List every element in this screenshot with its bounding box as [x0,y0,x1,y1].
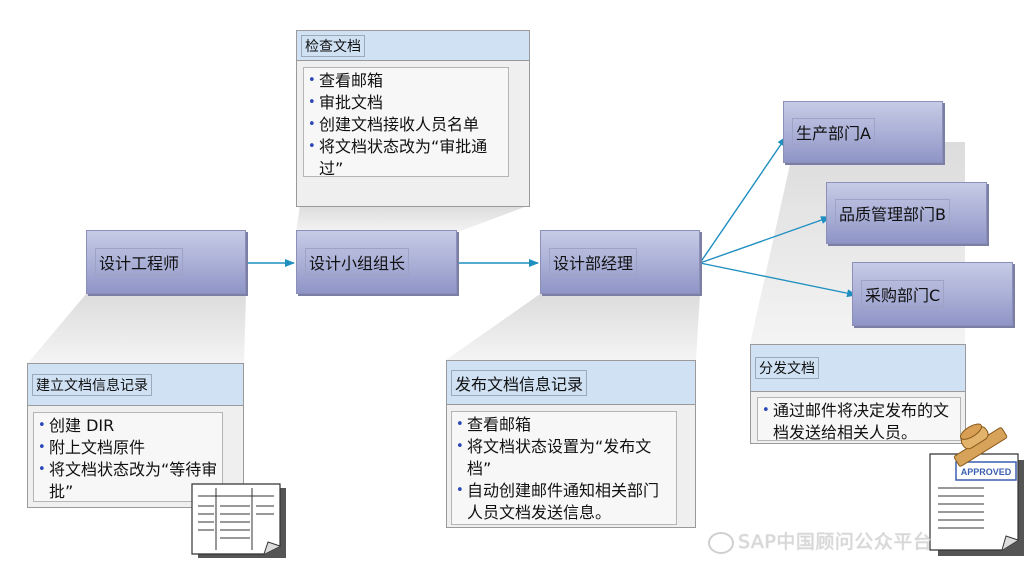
panel-header: 检查文档 [297,31,529,61]
shadow-wedge [28,294,246,363]
panel-title: 发布文档信息记录 [451,369,588,396]
panel-create-record: 建立文档信息记录 创建 DIR 附上文档原件 将文档状态改为“等待审批” [27,363,244,508]
panel-check-document: 检查文档 查看邮箱 审批文档 创建文档接收人员名单 将文档状态改为“审批通过” [296,30,530,207]
role-box-dept-c: 采购部门C [852,262,1013,326]
panel-header: 建立文档信息记录 [28,364,243,406]
watermark-label: SAP中国顾问公众平台 [738,531,933,553]
stamp-text: APPROVED [961,467,1012,477]
role-label: 采购部门C [861,280,945,308]
panel-title: 建立文档信息记录 [32,373,152,396]
list-item: 自动创建邮件通知相关部门人员文档发送信息。 [456,480,672,524]
shadow-wedge [446,294,700,360]
panel-body: 查看邮箱 审批文档 创建文档接收人员名单 将文档状态改为“审批通过” [303,67,509,180]
panel-title: 检查文档 [301,34,365,57]
role-label: 生产部门A [792,118,875,146]
list-item: 审批文档 [308,92,504,114]
document-icon [191,483,286,558]
arrow-manager-to-dept-b [699,216,831,264]
panel-body: 创建 DIR 附上文档原件 将文档状态改为“等待审批” [33,412,223,502]
list-item: 附上文档原件 [38,437,218,459]
watermark-text: SAP中国顾问公众平台 [708,527,932,554]
role-box-design-manager: 设计部经理 [540,230,700,294]
panel-body: 查看邮箱 将文档状态设置为“发布文档” 自动创建邮件通知相关部门人员文档发送信息… [451,411,677,525]
role-box-design-engineer: 设计工程师 [86,230,246,294]
panel-publish-record: 发布文档信息记录 查看邮箱 将文档状态设置为“发布文档” 自动创建邮件通知相关部… [446,360,696,528]
panel-header: 发布文档信息记录 [447,361,695,405]
list-item: 创建文档接收人员名单 [308,114,504,136]
shadow-wedge [296,205,530,232]
list-item: 将文档状态改为“审批通过” [308,136,504,180]
list-item: 通过邮件将决定发布的文档发送给相关人员。 [762,400,956,444]
role-box-team-lead: 设计小组组长 [296,230,457,294]
list-item: 将文档状态设置为“发布文档” [456,436,672,480]
panel-title: 分发文档 [755,357,819,379]
role-box-dept-b: 品质管理部门B [826,182,987,244]
role-box-dept-a: 生产部门A [783,101,943,163]
role-label: 品质管理部门B [835,199,950,227]
arrow-manager-to-dept-a [699,136,787,264]
role-label: 设计部经理 [549,248,638,276]
role-label: 设计小组组长 [305,248,410,276]
approved-stamp-icon: APPROVED [929,423,1024,556]
panel-distribute: 分发文档 通过邮件将决定发布的文档发送给相关人员。 [750,344,966,444]
list-item: 查看邮箱 [308,70,504,92]
list-item: 查看邮箱 [456,414,672,436]
wechat-icon [708,531,734,554]
list-item: 创建 DIR [38,415,218,437]
list-item: 将文档状态改为“等待审批” [38,459,218,503]
panel-body: 通过邮件将决定发布的文档发送给相关人员。 [757,397,961,444]
panel-header: 分发文档 [751,345,965,392]
arrow-manager-to-dept-c [699,262,857,298]
role-label: 设计工程师 [95,248,184,276]
